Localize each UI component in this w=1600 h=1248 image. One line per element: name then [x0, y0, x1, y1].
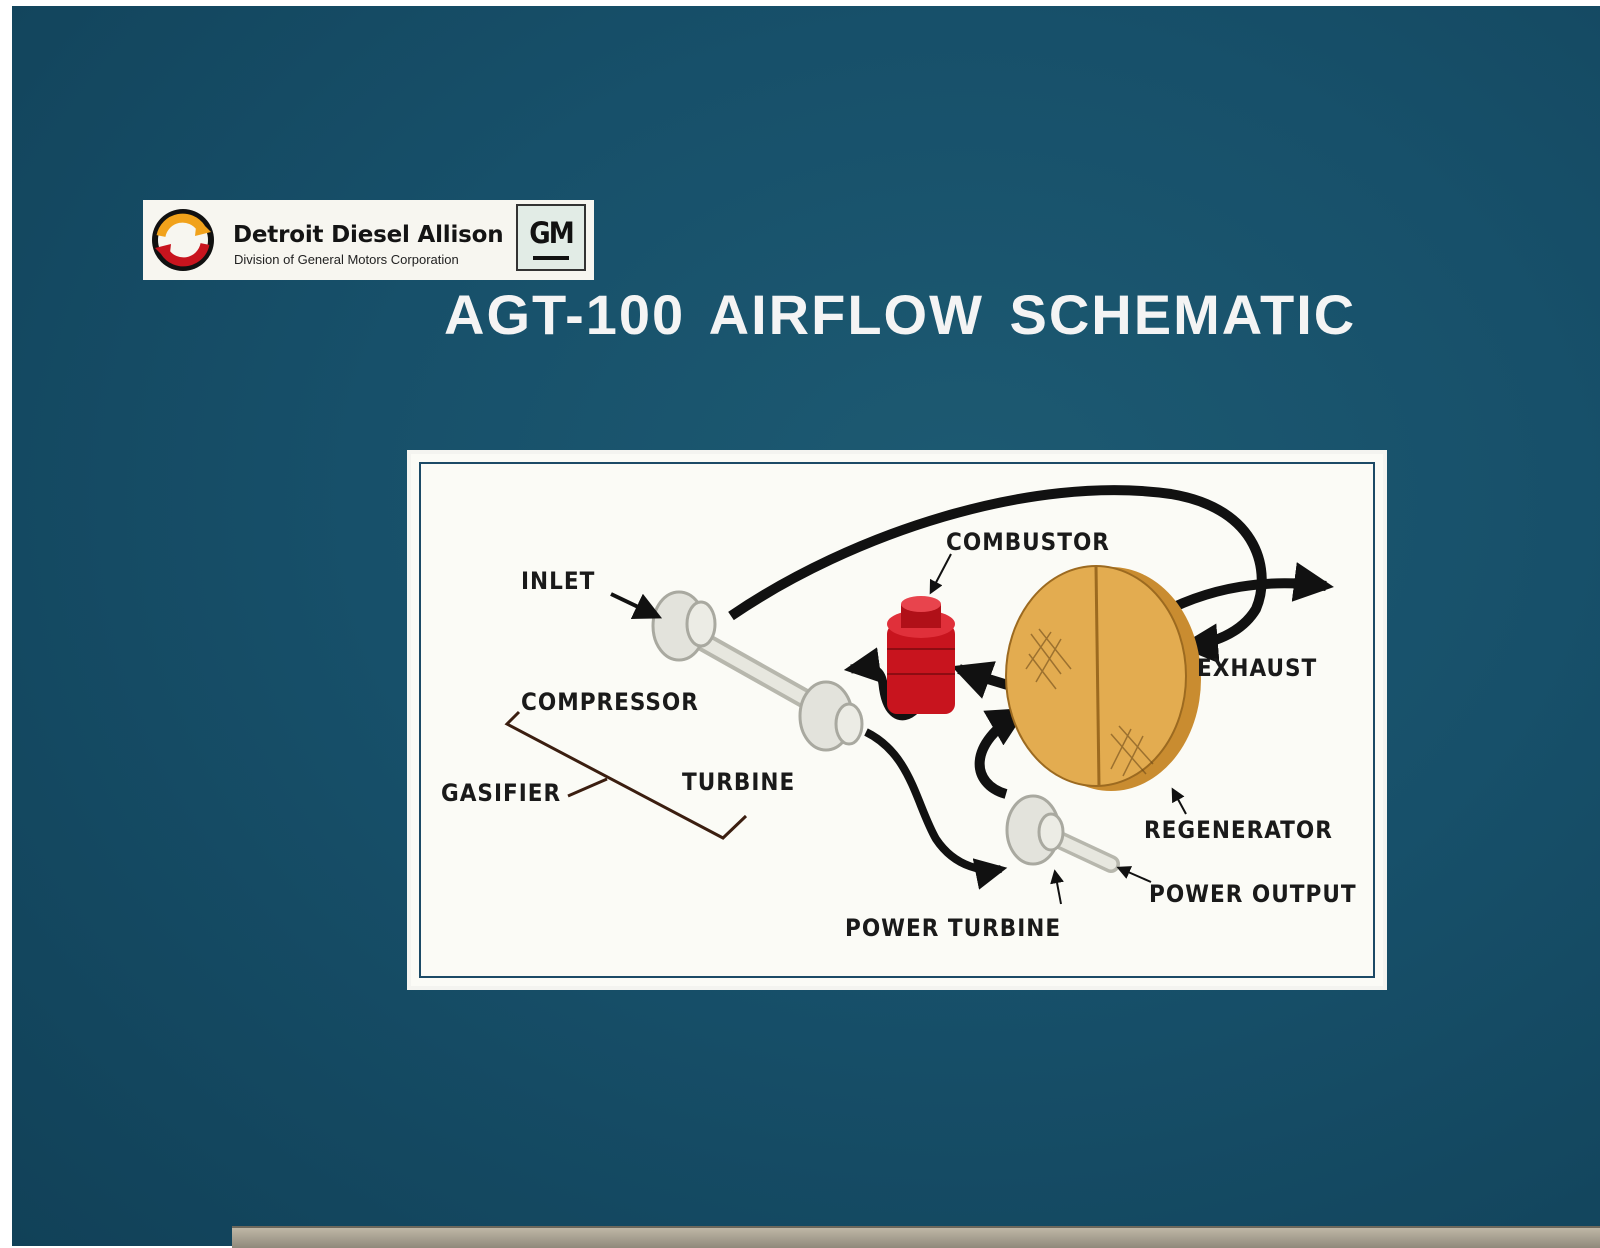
airflow-schematic-panel: INLET COMBUSTOR EXHAUST COMPRESSOR GASIF… [407, 450, 1387, 990]
brand-division: Division of General Motors Corporation [234, 252, 459, 267]
label-gasifier: GASIFIER [441, 779, 562, 807]
gm-logo-text: GM [529, 216, 574, 250]
label-inlet: INLET [521, 567, 596, 595]
power-output-pointer-arrow [1116, 866, 1152, 883]
power-turbine-assembly [1005, 794, 1120, 873]
gasifier-bracket [504, 710, 748, 840]
turbine-to-power-turbine-arrow [864, 728, 1008, 890]
company-logo-plate: Detroit Diesel Allison Division of Gener… [143, 200, 594, 280]
compressor-wheel [651, 590, 717, 662]
inlet-pointer-arrow [610, 592, 663, 619]
gm-logo-underline [533, 256, 569, 260]
brand-name: Detroit Diesel Allison [233, 222, 504, 248]
regenerator-pointer-arrow [1171, 787, 1187, 815]
label-power-output: POWER OUTPUT [1149, 880, 1357, 908]
combustor-pointer-arrow [929, 553, 952, 595]
inlet-to-regenerator-duct-arrow [728, 485, 1267, 664]
gasifier-bracket-leader [567, 777, 608, 798]
page-title: AGT-100 AIRFLOW SCHEMATIC [444, 283, 1357, 346]
label-combustor: COMBUSTOR [946, 528, 1110, 556]
airflow-schematic-drawing [504, 485, 1334, 905]
regenerator-disk [1005, 565, 1201, 791]
combustor-can [887, 596, 955, 714]
detroit-diesel-emblem-icon [152, 209, 214, 271]
combustor-to-turbine-arrow [843, 647, 920, 721]
label-regenerator: REGENERATOR [1144, 816, 1333, 844]
power-turbine-to-regenerator-arrow [974, 707, 1028, 799]
schematic-inner-border [419, 462, 1375, 978]
label-compressor: COMPRESSOR [521, 688, 699, 716]
gasifier-turbine-wheel [798, 680, 864, 752]
board-bottom-edge [232, 1226, 1600, 1248]
label-turbine: TURBINE [682, 768, 796, 796]
label-power-turbine: POWER TURBINE [845, 914, 1062, 942]
gm-logo-badge: GM [516, 204, 586, 271]
label-exhaust: EXHAUST [1197, 654, 1318, 682]
power-turbine-pointer-arrow [1050, 869, 1064, 905]
